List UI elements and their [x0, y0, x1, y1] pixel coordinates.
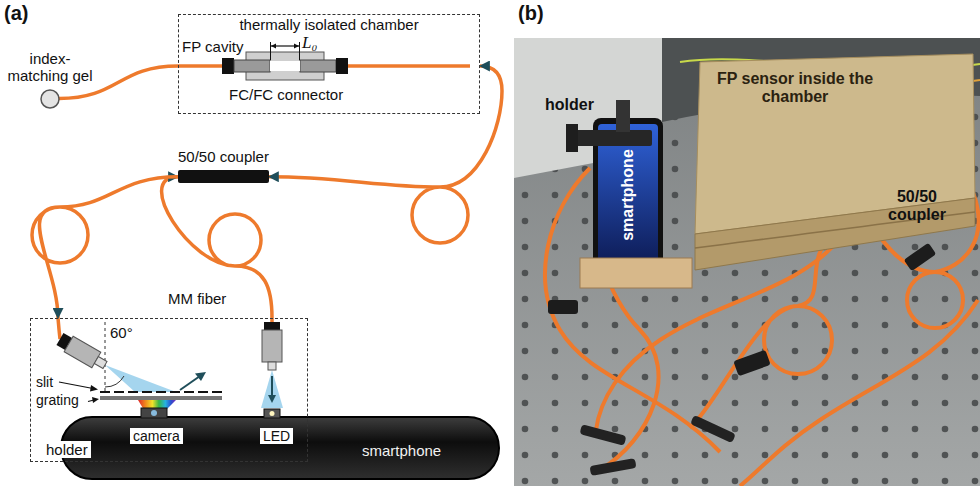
part-label: slit: [36, 374, 53, 390]
spectrometer-drawing: [55, 318, 283, 410]
holder-label: holder: [43, 441, 91, 458]
ferrule: [234, 60, 270, 72]
leader-arrow: [59, 382, 93, 389]
air-gap: [270, 61, 300, 71]
optical-fiber: [32, 177, 178, 318]
optical-table: [514, 38, 980, 486]
part-label: FP cavity: [182, 38, 243, 55]
beam-arrow: [271, 376, 273, 396]
fiber-clamp: [904, 243, 937, 272]
coupler-box: 50/50 coupler: [178, 148, 269, 183]
panel-letter: (b): [518, 2, 544, 25]
dimension-tick: [299, 42, 300, 60]
fiber-plug: [579, 424, 626, 446]
fiber-clamp: [733, 350, 770, 377]
led-module: [264, 409, 280, 418]
gel-termination: index-matching gel: [4, 50, 96, 111]
fiber-label: MM fiber: [168, 290, 226, 307]
wooden-stand: [580, 258, 692, 288]
connector-cap: [336, 58, 348, 74]
connector-tip: [94, 357, 107, 369]
dimension-arrow: [294, 44, 299, 49]
dimension-tick: [270, 42, 271, 60]
photo-label: smartphone: [619, 149, 637, 241]
text-group: thermally isolated chamber: [179, 16, 479, 33]
led-light: [270, 411, 275, 416]
panel-letter: (a): [4, 2, 28, 25]
part-label: FC/FC connector: [229, 86, 343, 103]
light-cone: [261, 370, 283, 408]
holder-jaw: [566, 124, 578, 152]
holder-clamp: [572, 130, 652, 146]
part-label: grating: [36, 392, 79, 408]
reflected-beam: [180, 376, 200, 390]
photo-label: 50/50 coupler: [880, 188, 954, 225]
dimension-label: L₀: [302, 34, 317, 51]
camera-lens: [151, 410, 157, 416]
optical-fiber: [162, 177, 272, 318]
text-group: holder: [43, 441, 91, 458]
fiber-connector: [55, 331, 109, 373]
gel-label: index-matching gel: [4, 50, 96, 85]
chamber-top: [695, 54, 975, 234]
text-group: smartphone: [362, 442, 441, 459]
normal-line: [105, 322, 106, 391]
photo-fiber: [740, 300, 978, 486]
fiber-segment: [58, 318, 60, 339]
slit-line: [100, 391, 222, 393]
fiber-segment: [348, 64, 470, 68]
coupler-bar: [178, 170, 269, 183]
part-label: camera: [130, 428, 183, 444]
beam-arrowhead: [195, 372, 206, 381]
connector-cap: [222, 58, 234, 74]
photo-label: holder: [545, 96, 594, 114]
fiber-segment: [178, 64, 222, 68]
setup-photo: [514, 38, 980, 486]
smartphone-body: smartphone: [60, 416, 500, 480]
part-label: LED: [260, 428, 293, 444]
chamber-title: thermally isolated chamber: [179, 16, 479, 33]
fiber-clamp: [548, 300, 578, 314]
angle-arc: [105, 376, 124, 387]
beam-arrowhead: [268, 395, 276, 403]
coupler-label: 50/50 coupler: [178, 148, 269, 165]
grating-line: [100, 396, 222, 400]
leader-arrowhead: [90, 385, 98, 392]
phone-label: smartphone: [362, 442, 441, 459]
leader-arrowhead: [92, 397, 99, 403]
holder-post: [616, 100, 630, 132]
fiber-plug: [589, 458, 636, 476]
light-cone: [105, 365, 176, 392]
connector-tip: [268, 362, 276, 370]
dimension-arrow: [271, 44, 276, 49]
gel-symbol: [38, 87, 62, 111]
chamber-photo-box: FP sensor inside the chamber: [655, 48, 977, 276]
ferrule: [300, 60, 336, 72]
connector-cap: [264, 322, 280, 330]
chamber-label: FP sensor inside the chamber: [715, 70, 875, 107]
text-group: FP sensor inside the chamber: [715, 70, 875, 107]
connector-body: [262, 330, 282, 362]
angle-label: 60°: [110, 324, 133, 341]
table-holes: [514, 38, 980, 486]
camera-module: [141, 408, 167, 418]
fiber-plug: [690, 415, 736, 444]
gel-drop: [41, 90, 59, 108]
